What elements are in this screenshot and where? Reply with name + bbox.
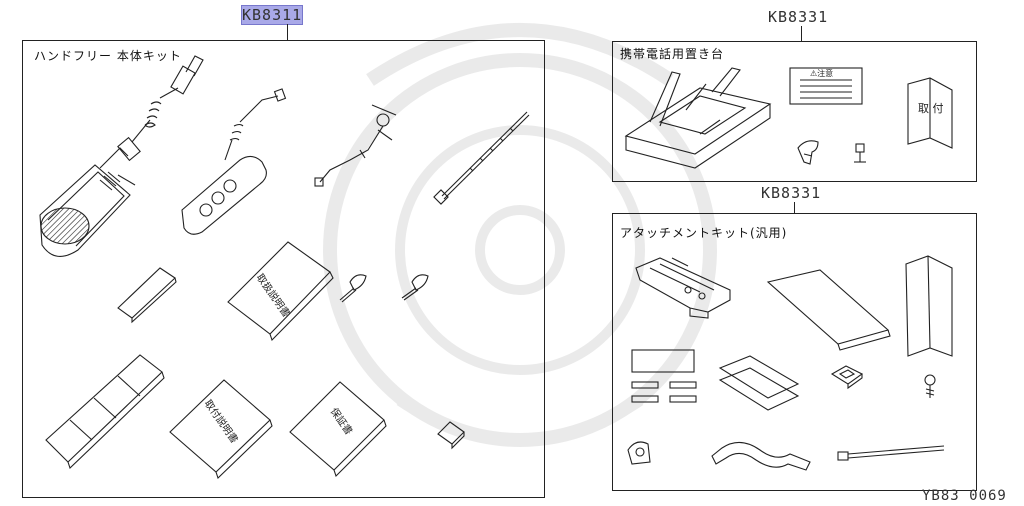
warranty-card-icon <box>289 381 387 478</box>
phone-holder-title: 携帯電話用置き台 <box>620 47 725 61</box>
long-panel-icon <box>45 354 165 469</box>
main-unit-icon <box>39 55 204 257</box>
strap-icon <box>711 441 811 471</box>
attachment-kit-box <box>612 213 977 491</box>
microphone-cable-icon <box>314 104 397 187</box>
main-kit-title: ハンドフリー 本体キット <box>34 49 182 63</box>
drawing-code: YB83 0069 <box>922 488 1007 504</box>
manual-booklet-icon <box>227 241 334 342</box>
small-plate-icon <box>117 267 177 324</box>
attachment-bracket-icon <box>635 257 731 319</box>
attachment-cable-tie-icon <box>837 445 945 461</box>
attachment-part-number: KB8331 <box>761 184 822 202</box>
caution-title: ⚠注意 <box>810 69 834 78</box>
screw-icon-1 <box>339 274 367 303</box>
bolt-icon <box>854 143 866 163</box>
flat-pad-icon <box>766 269 891 351</box>
adhesive-sheets-icon <box>718 355 800 411</box>
part-number-highlight: KB8311 <box>240 5 304 25</box>
install-manual-icon <box>169 379 273 480</box>
phone-holder-box <box>612 41 977 182</box>
small-clip-icon <box>830 365 864 390</box>
caution-label-icon <box>789 67 863 105</box>
watermark-emblem <box>323 23 717 447</box>
cable-tie-icon <box>433 111 530 205</box>
screw-icon-2 <box>401 274 429 301</box>
phone-holder-base-icon <box>624 67 772 169</box>
clip-icon <box>797 140 819 165</box>
holder-leader-line <box>801 26 802 41</box>
main-kit-leader-line <box>287 24 288 40</box>
attachment-leader-line <box>794 202 795 213</box>
rectangle-plate-icon <box>631 349 695 373</box>
folded-sheet-icon <box>905 255 953 357</box>
folded-instruction-icon <box>907 77 953 149</box>
small-pad-icon <box>437 421 465 450</box>
holder-part-number: KB8331 <box>768 8 829 26</box>
main-kit-box <box>22 40 545 498</box>
attachment-kit-title: アタッチメントキット(汎用) <box>620 226 788 240</box>
small-strips-icon <box>631 381 697 403</box>
attachment-screw-icon <box>924 374 936 398</box>
main-kit-part-number: KB8311 <box>240 5 304 25</box>
cord-clip-icon <box>627 441 651 465</box>
toritsuke-text: 取 付 <box>918 102 944 115</box>
remote-control-icon <box>181 88 287 235</box>
